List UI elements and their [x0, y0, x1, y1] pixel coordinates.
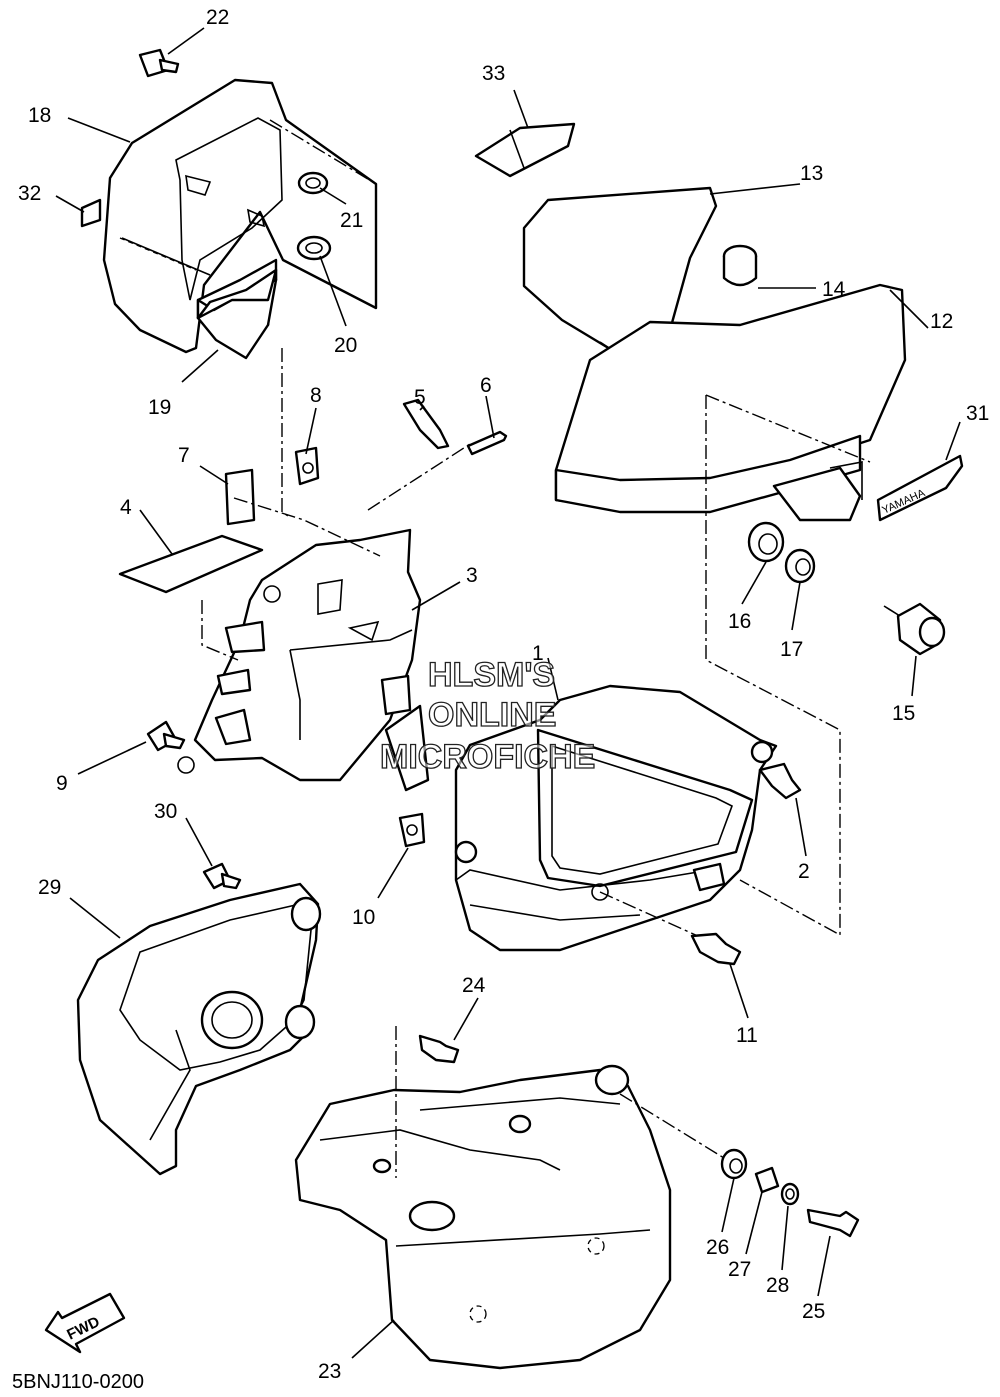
part-2-bolt[interactable]	[758, 762, 802, 800]
watermark-line-1: HLSM'S	[428, 656, 555, 694]
part-9-bolt[interactable]	[146, 720, 186, 752]
part-17-clip[interactable]	[784, 548, 816, 584]
callout-8: 8	[310, 384, 322, 407]
part-16-ring[interactable]	[747, 521, 785, 563]
part-25-bolt[interactable]	[806, 1208, 860, 1238]
callout-29: 29	[38, 876, 61, 899]
callout-5: 5	[414, 386, 426, 409]
part-7-pad[interactable]	[224, 468, 256, 526]
callout-25: 25	[802, 1300, 825, 1323]
callout-1: 1	[532, 642, 544, 665]
callout-4: 4	[120, 496, 132, 519]
callout-7: 7	[178, 444, 190, 467]
callout-14: 14	[822, 278, 846, 301]
part-31-yamaha-emblem[interactable]: YAMAHA	[876, 454, 964, 522]
watermark: HLSM'S ONLINE MICROFICHE	[379, 655, 596, 776]
part-26-grommet[interactable]	[720, 1148, 748, 1180]
part-3-tab	[380, 674, 412, 716]
callout-27: 27	[728, 1258, 751, 1281]
callout-17: 17	[780, 638, 803, 661]
part-28-washer[interactable]	[780, 1182, 800, 1206]
part-8-nut[interactable]	[294, 446, 320, 486]
part-6-rivet[interactable]	[466, 430, 508, 456]
diagram-code: 5BNJ110-0200	[12, 1371, 144, 1393]
callout-23: 23	[318, 1360, 341, 1383]
part-24-bolt[interactable]	[418, 1034, 460, 1064]
callout-21: 21	[340, 209, 363, 232]
part-3-tab-lower	[384, 704, 430, 792]
leader-lines	[55, 27, 961, 1359]
callout-12: 12	[930, 310, 953, 333]
callout-13: 13	[800, 162, 823, 185]
callout-16: 16	[728, 610, 751, 633]
part-5-clip[interactable]	[402, 398, 450, 450]
callout-22: 22	[206, 6, 229, 29]
fwd-arrow-icon: FWD	[44, 1292, 126, 1354]
callout-10: 10	[352, 906, 375, 929]
part-10-nut[interactable]	[398, 812, 426, 848]
callout-24: 24	[462, 974, 486, 997]
part-30-bolt[interactable]	[202, 862, 242, 890]
part-13-sheet[interactable]	[522, 186, 718, 357]
part-19-damper[interactable]	[196, 258, 278, 360]
part-27-collar[interactable]	[754, 1166, 780, 1194]
callout-15: 15	[892, 702, 915, 725]
callout-numbers: 22 18 32 21 20 19 33 13 14 12 31 16 17 1…	[18, 6, 989, 1383]
callout-28: 28	[766, 1274, 789, 1297]
watermark-line-3: MICROFICHE	[380, 738, 595, 776]
part-32-label[interactable]	[80, 198, 102, 228]
callout-11: 11	[736, 1024, 758, 1047]
part-12-tool-box[interactable]	[554, 283, 907, 522]
part-11-bolt[interactable]	[690, 932, 742, 966]
callout-33: 33	[482, 62, 505, 85]
part-15-lock[interactable]	[883, 602, 946, 656]
callout-20: 20	[334, 334, 357, 357]
callout-19: 19	[148, 396, 171, 419]
callout-30: 30	[154, 800, 177, 823]
part-29-cover[interactable]	[76, 882, 322, 1176]
part-14-cap[interactable]	[722, 244, 758, 287]
callout-18: 18	[28, 104, 51, 127]
watermark-line-2: ONLINE	[428, 696, 556, 734]
part-18-side-cover[interactable]	[102, 78, 378, 354]
callout-9: 9	[56, 772, 68, 795]
part-1-air-filter-case[interactable]	[454, 684, 778, 952]
callout-32: 32	[18, 182, 41, 205]
part-3-bracket[interactable]	[177, 528, 422, 782]
callout-2: 2	[798, 860, 810, 883]
callout-26: 26	[706, 1236, 729, 1259]
part-20-grommet[interactable]	[296, 235, 332, 261]
callout-31: 31	[966, 402, 989, 425]
part-33-pad[interactable]	[474, 122, 576, 178]
part-23-crankcase-cover[interactable]	[294, 1064, 672, 1370]
callout-3: 3	[466, 564, 478, 587]
part-22-bolt[interactable]	[138, 48, 180, 78]
callout-6: 6	[480, 374, 492, 397]
part-4-pad[interactable]	[118, 534, 264, 594]
